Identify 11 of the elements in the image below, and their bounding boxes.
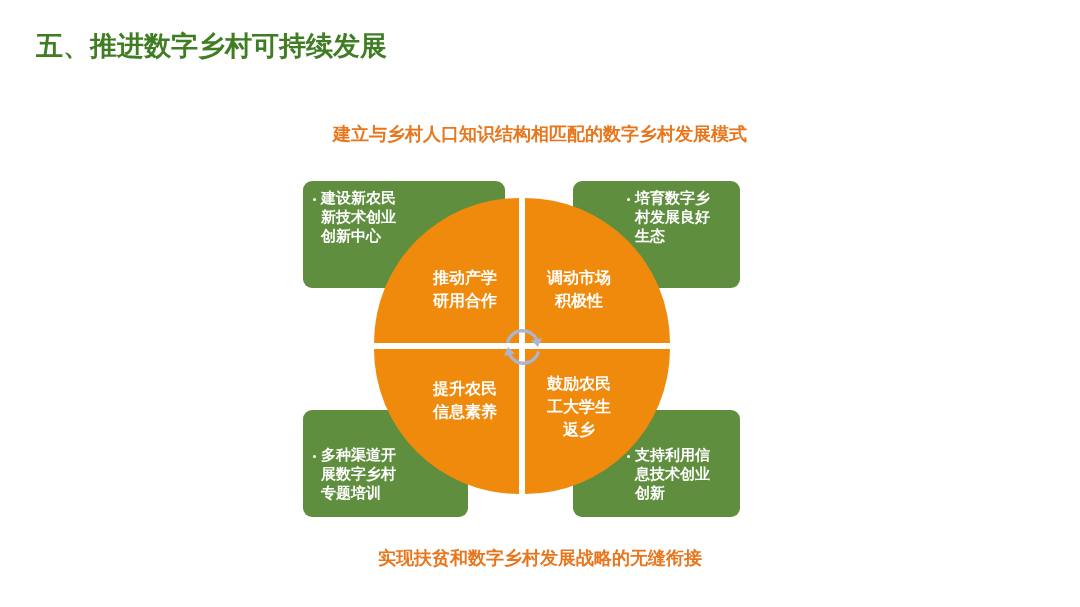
- segment-text: 推动产学研用合作: [431, 268, 498, 312]
- card-text: 建设新农民新技术创业创新中心: [321, 189, 397, 246]
- card-text: 培育数字乡村发展良好生态: [635, 189, 711, 246]
- conclusion-text: 实现扶贫和数字乡村发展战略的无缝衔接: [378, 546, 702, 570]
- segment-text: 鼓励农民工大学生返乡: [546, 373, 612, 441]
- segment-text: 提升农民信息素养: [431, 379, 498, 423]
- slide-title: 五、推进数字乡村可持续发展: [36, 29, 387, 63]
- subtitle: 建立与乡村人口知识结构相匹配的数字乡村发展模式: [333, 122, 747, 146]
- segment-text: 调动市场积极性: [545, 268, 612, 312]
- card-text: 支持利用信息技术创业创新: [635, 446, 711, 503]
- card-text: 多种渠道开展数字乡村专题培训: [321, 446, 397, 503]
